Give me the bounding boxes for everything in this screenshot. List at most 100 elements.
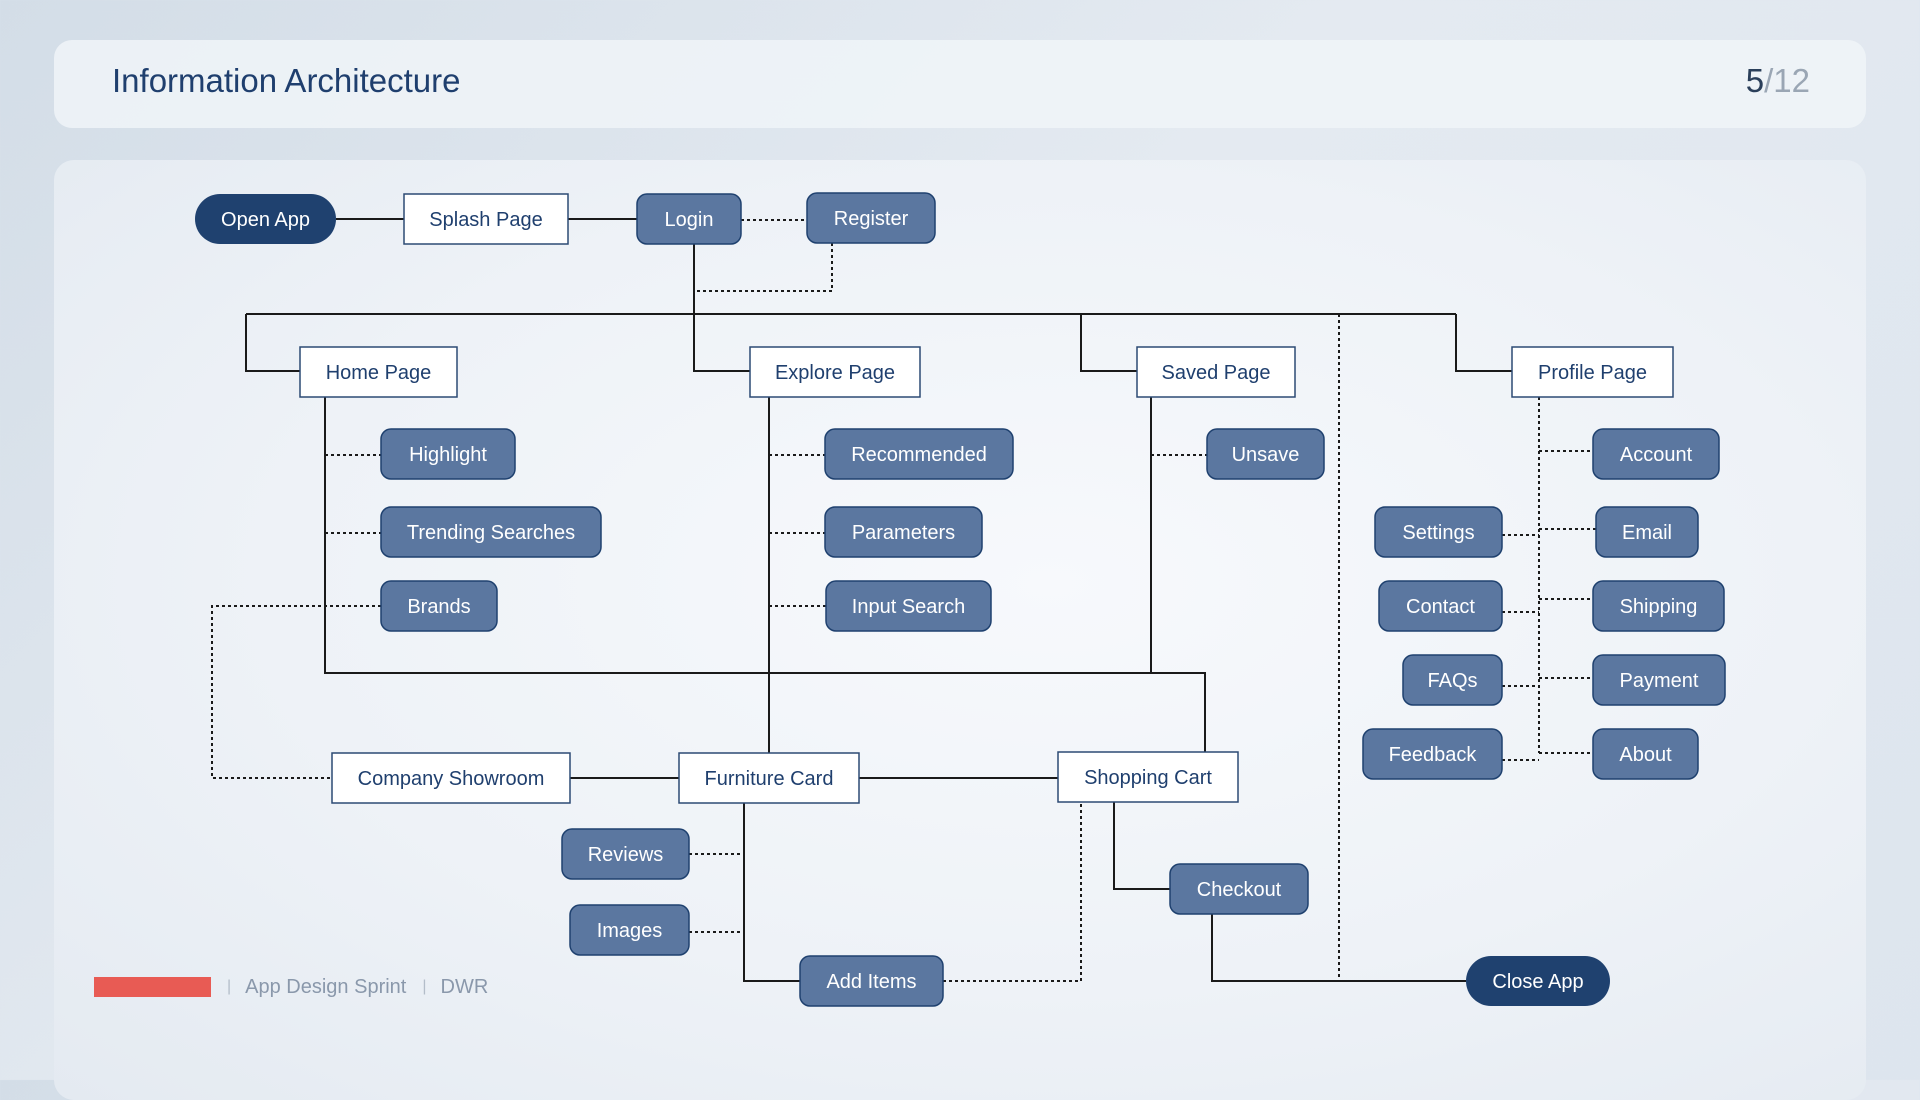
node-open-app-shape xyxy=(195,194,336,244)
node-shopping-cart: Shopping Cart xyxy=(1057,751,1239,803)
node-company-showroom-shape xyxy=(331,752,571,804)
node-about-shape xyxy=(1592,728,1699,780)
node-checkout-shape xyxy=(1169,863,1309,915)
node-open-app-label: Open App xyxy=(221,209,310,231)
node-register: Register xyxy=(806,192,936,244)
node-faqs: FAQs xyxy=(1402,654,1503,706)
node-recommended-label: Recommended xyxy=(851,444,987,466)
dotted-connector xyxy=(943,802,1082,982)
node-trending-searches-shape xyxy=(380,506,602,558)
solid-connector xyxy=(245,314,300,372)
node-brands: Brands xyxy=(380,580,498,632)
node-reviews: Reviews xyxy=(561,828,690,880)
node-profile-page-shape xyxy=(1511,346,1674,398)
node-trending-searches-label: Trending Searches xyxy=(407,522,575,544)
node-close-app-label: Close App xyxy=(1492,971,1583,993)
node-profile-page-label: Profile Page xyxy=(1538,362,1647,384)
node-shipping-shape xyxy=(1592,580,1725,632)
node-register-shape xyxy=(806,192,936,244)
solid-connector xyxy=(1113,802,1170,890)
node-saved-page: Saved Page xyxy=(1136,346,1296,398)
node-payment-shape xyxy=(1592,654,1726,706)
node-settings: Settings xyxy=(1374,506,1503,558)
footer-divider: | xyxy=(422,978,427,995)
node-feedback-label: Feedback xyxy=(1389,744,1478,766)
node-settings-shape xyxy=(1374,506,1503,558)
node-contact: Contact xyxy=(1378,580,1503,632)
node-account-label: Account xyxy=(1620,444,1693,466)
node-splash-page-label: Splash Page xyxy=(429,209,542,231)
node-reviews-label: Reviews xyxy=(588,844,664,866)
node-splash-page-shape xyxy=(403,193,569,245)
node-login: Login xyxy=(636,193,742,245)
node-brands-label: Brands xyxy=(407,596,470,618)
node-register-label: Register xyxy=(834,208,909,230)
node-unsave-shape xyxy=(1206,428,1325,480)
node-payment-label: Payment xyxy=(1620,670,1699,692)
node-images-shape xyxy=(569,904,690,956)
node-parameters: Parameters xyxy=(824,506,983,558)
node-images-label: Images xyxy=(597,920,663,942)
node-reviews-shape xyxy=(561,828,690,880)
connector-lines xyxy=(211,218,1596,982)
node-login-label: Login xyxy=(665,209,714,231)
node-email: Email xyxy=(1595,506,1699,558)
footer-author: DWR xyxy=(440,975,489,998)
node-unsave-label: Unsave xyxy=(1232,444,1300,466)
node-company-showroom: Company Showroom xyxy=(331,752,571,804)
node-settings-label: Settings xyxy=(1402,522,1474,544)
node-close-app-shape xyxy=(1466,956,1610,1006)
node-explore-page-shape xyxy=(749,346,921,398)
node-faqs-label: FAQs xyxy=(1427,670,1477,692)
dotted-connector xyxy=(211,605,381,779)
node-company-showroom-label: Company Showroom xyxy=(358,768,545,790)
node-close-app: Close App xyxy=(1466,956,1610,1006)
node-open-app: Open App xyxy=(195,194,336,244)
node-about-label: About xyxy=(1619,744,1672,766)
slide-current: 5 xyxy=(1745,62,1765,99)
node-input-search-shape xyxy=(825,580,992,632)
node-images: Images xyxy=(569,904,690,956)
node-highlight-label: Highlight xyxy=(409,444,487,466)
node-furniture-card: Furniture Card xyxy=(678,752,860,804)
node-shipping: Shipping xyxy=(1592,580,1725,632)
node-trending-searches: Trending Searches xyxy=(380,506,602,558)
node-feedback: Feedback xyxy=(1362,728,1503,780)
solid-connector xyxy=(324,397,1206,752)
solid-connector xyxy=(1455,314,1512,372)
node-home-page: Home Page xyxy=(299,346,458,398)
solid-connector xyxy=(693,244,750,372)
node-checkout: Checkout xyxy=(1169,863,1309,915)
node-input-search: Input Search xyxy=(825,580,992,632)
solid-connector xyxy=(1080,314,1137,372)
node-email-shape xyxy=(1595,506,1699,558)
node-explore-page-label: Explore Page xyxy=(775,362,895,384)
node-home-page-label: Home Page xyxy=(326,362,432,384)
node-add-items-shape xyxy=(799,955,944,1007)
node-about: About xyxy=(1592,728,1699,780)
solid-connector xyxy=(1211,914,1466,982)
node-account-shape xyxy=(1592,428,1720,480)
page-title: Information Architecture xyxy=(112,62,461,99)
node-parameters-shape xyxy=(824,506,983,558)
dotted-connector xyxy=(694,243,833,292)
node-shopping-cart-label: Shopping Cart xyxy=(1084,767,1212,789)
node-email-label: Email xyxy=(1622,522,1672,544)
node-faqs-shape xyxy=(1402,654,1503,706)
node-add-items: Add Items xyxy=(799,955,944,1007)
slide-separator: / xyxy=(1764,62,1774,99)
node-login-shape xyxy=(636,193,742,245)
solid-connector xyxy=(743,803,800,982)
footer-accent-bar xyxy=(94,977,211,997)
node-highlight: Highlight xyxy=(380,428,516,480)
node-shipping-label: Shipping xyxy=(1620,596,1698,618)
node-saved-page-label: Saved Page xyxy=(1162,362,1271,384)
node-recommended-shape xyxy=(824,428,1014,480)
node-highlight-shape xyxy=(380,428,516,480)
header-bar: Information Architecture 5/12 xyxy=(54,40,1866,128)
node-input-search-label: Input Search xyxy=(852,596,965,618)
node-feedback-shape xyxy=(1362,728,1503,780)
footer-divider: | xyxy=(227,978,232,995)
